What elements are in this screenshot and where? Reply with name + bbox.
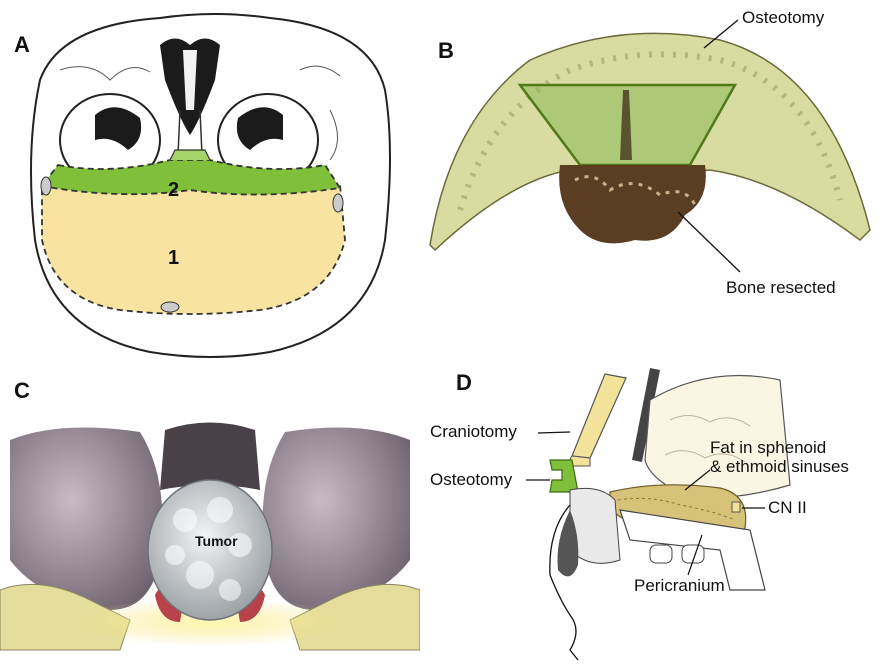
panel-a: A 2 1 [0,0,420,360]
brain-frontal [645,376,790,499]
bone-resected-leader [678,212,740,272]
osteotomy-callout-d: Osteotomy [430,470,512,490]
craniotomy-flap [572,374,626,458]
skull-base-illustration: 2 1 [0,0,420,360]
region-1 [42,185,345,314]
panel-d: D Craniotomy Osteotomy Fat in sphenoid [420,360,879,664]
craniotomy-callout: Craniotomy [430,422,517,442]
fat-callout-line-1: Fat in sphenoid [710,438,849,457]
region-1-label: 1 [168,247,179,269]
right-frontal-lobe [263,428,411,611]
bone-resected-callout: Bone resected [726,278,836,298]
panel-b: B Osteotomy Bone resected [420,0,879,360]
bone-resected [559,165,706,243]
cn-ii-callout: CN II [768,498,807,518]
tumor-label: Tumor [195,533,238,549]
fat-callout: Fat in sphenoid & ethmoid sinuses [710,438,849,476]
region-2-label: 2 [168,179,179,201]
sagittal-section-illustration [420,360,879,664]
frontal-bone-illustration [420,0,879,360]
left-frontal-lobe [10,428,163,611]
pericranium-callout: Pericranium [634,576,725,596]
osteotomy-callout-b: Osteotomy [742,8,824,28]
panel-c: C Tumor [0,360,420,664]
craniotomy-leader [538,432,570,433]
surgical-field-illustration: Tumor [0,360,420,664]
fat-callout-line-2: & ethmoid sinuses [710,457,849,476]
